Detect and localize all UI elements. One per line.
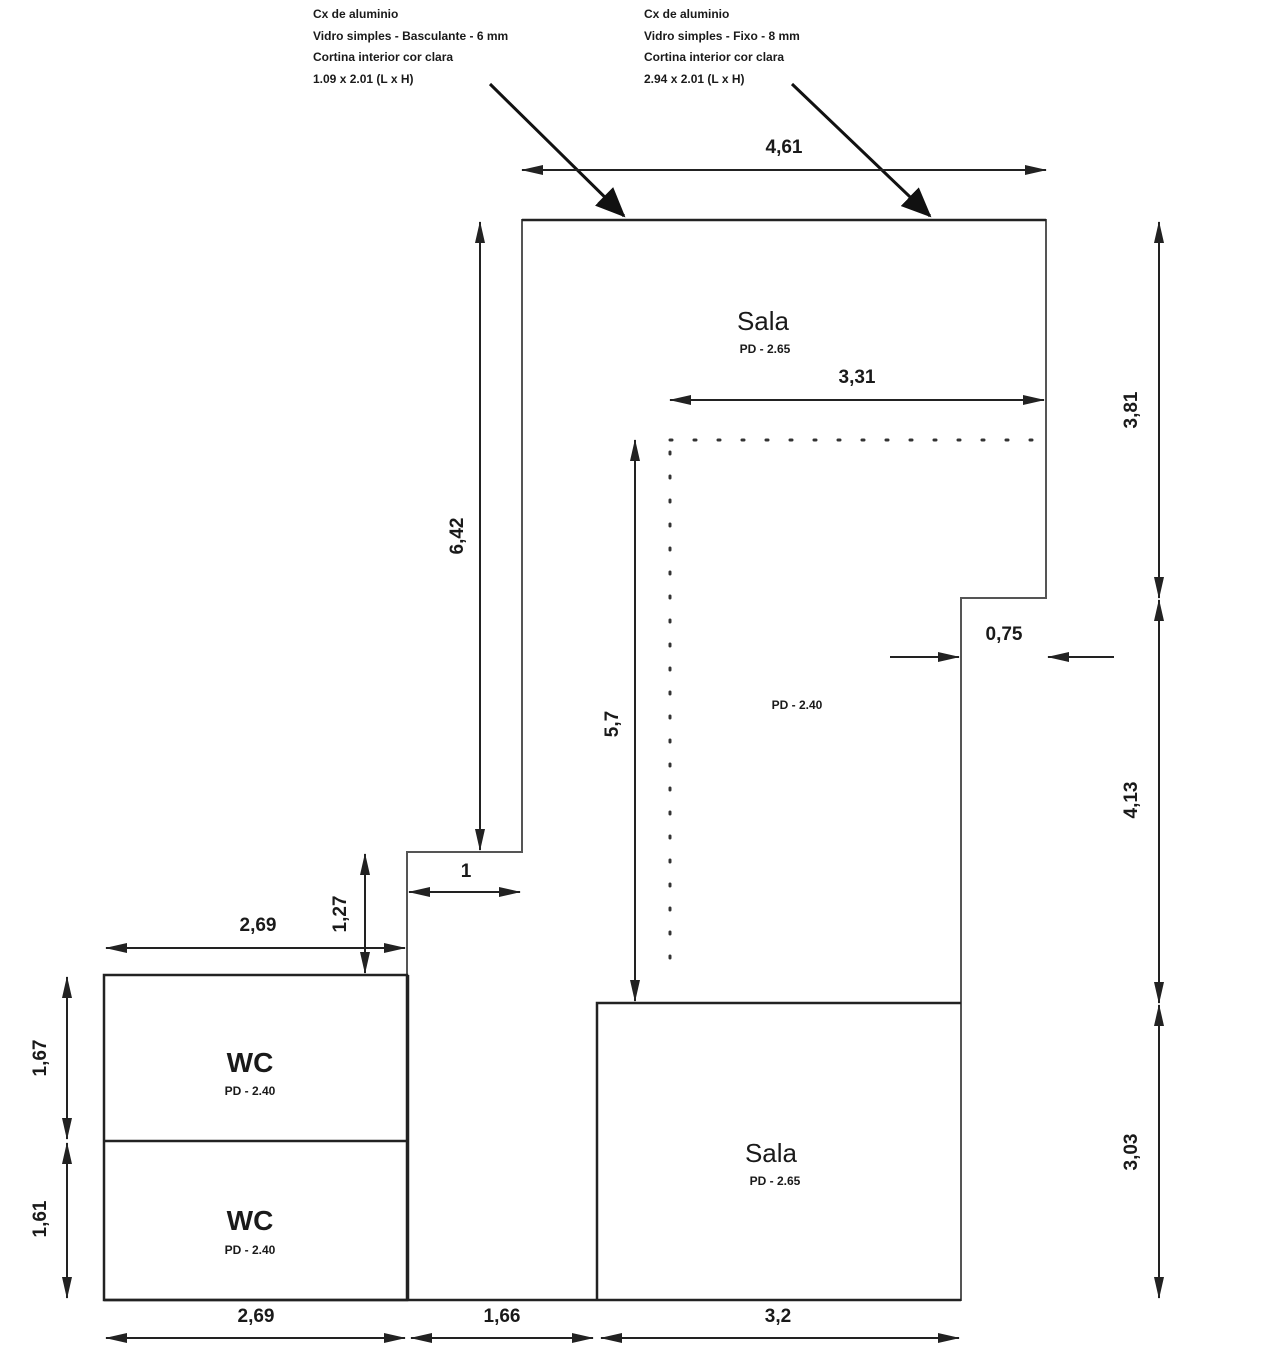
note-left-pointer (488, 82, 626, 218)
window-note-right: Cx de aluminio Vidro simples - Fixo - 8 … (644, 7, 932, 218)
dim-label-wc-top-height: 1,67 (30, 1040, 51, 1077)
dim-label-right-mid-height: 4,13 (1121, 782, 1142, 819)
room-sala-top-name: Sala (737, 306, 790, 336)
room-middle-pd: PD - 2.40 (772, 698, 823, 712)
dim-label-bottom-left: 2,69 (238, 1306, 275, 1327)
outer-wall-main (406, 219, 1047, 1301)
dim-label-inner-height: 5,7 (602, 711, 623, 737)
note-left-line3: Cortina interior cor clara (313, 50, 453, 64)
dim-label-wc-width-top: 2,69 (240, 915, 277, 936)
note-left-line4: 1.09 x 2.01 (L x H) (313, 72, 414, 86)
dim-label-left-height: 6,42 (447, 518, 468, 555)
walls (102, 218, 1047, 1302)
note-left-line2: Vidro simples - Basculante - 6 mm (313, 29, 508, 43)
dim-label-inner-width: 3,31 (839, 367, 876, 388)
dim-label-notch-width: 1 (461, 861, 472, 882)
dim-label-step-width: 0,75 (986, 624, 1023, 645)
note-left-line1: Cx de aluminio (313, 7, 398, 21)
dim-label-notch-height: 1,27 (330, 896, 351, 933)
note-right-line2: Vidro simples - Fixo - 8 mm (644, 29, 800, 43)
room-sala-bottom-pd: PD - 2.65 (750, 1174, 801, 1188)
dim-label-wc-bottom-height: 1,61 (30, 1200, 51, 1237)
dim-label-bottom-mid: 1,66 (484, 1306, 521, 1327)
note-right-line4: 2.94 x 2.01 (L x H) (644, 72, 745, 86)
note-right-pointer (790, 82, 932, 218)
room-wc-top-name: WC (227, 1047, 274, 1078)
room-wc-top-pd: PD - 2.40 (225, 1084, 276, 1098)
dim-label-bottom-right: 3,2 (765, 1306, 791, 1327)
dimension-lines: 4,61 6,42 3,31 3,81 0,75 5,7 4,13 1 1,27… (30, 137, 1164, 1343)
room-sala-bottom-name: Sala (745, 1138, 798, 1168)
note-right-line3: Cortina interior cor clara (644, 50, 784, 64)
window-note-left: Cx de aluminio Vidro simples - Basculant… (313, 7, 626, 218)
dim-label-top-width: 4,61 (766, 137, 803, 158)
room-sala-top-pd: PD - 2.65 (740, 342, 791, 356)
room-wc-bottom-pd: PD - 2.40 (225, 1243, 276, 1257)
sala-bottom-wall (595, 1001, 961, 1300)
dim-label-right-bottom-height: 3,03 (1121, 1134, 1142, 1171)
note-right-line1: Cx de aluminio (644, 7, 729, 21)
room-wc-bottom-name: WC (227, 1205, 274, 1236)
dim-label-right-top-height: 3,81 (1121, 391, 1142, 428)
